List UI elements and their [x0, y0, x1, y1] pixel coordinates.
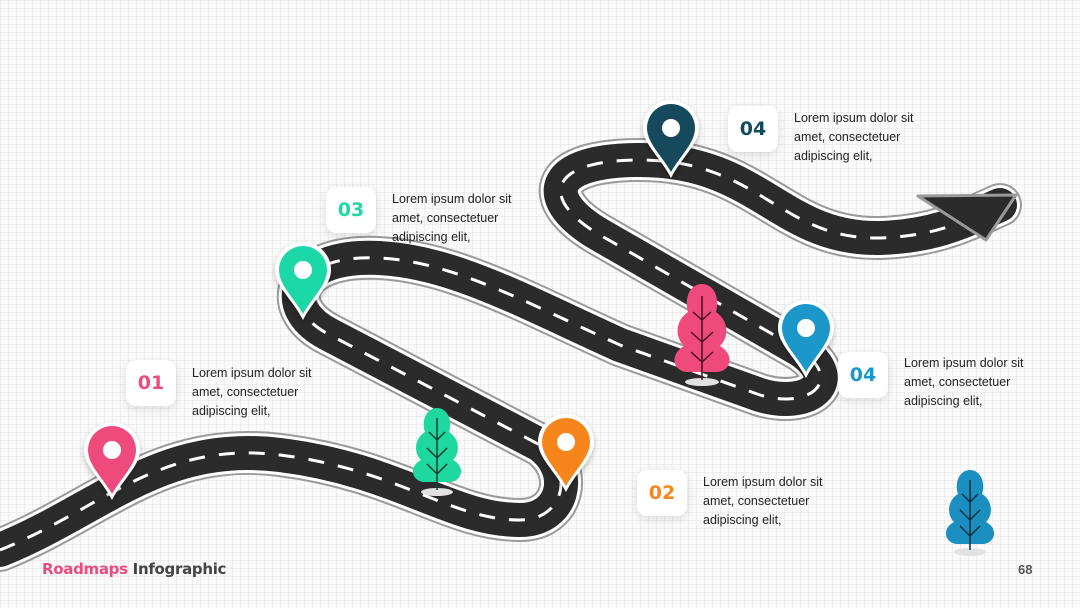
step-04-navy-description: Lorem ipsum dolor sit amet, consectetuer…	[794, 111, 914, 163]
road-arrow-head	[916, 193, 1018, 242]
step-02-description: Lorem ipsum dolor sit amet, consectetuer…	[703, 475, 823, 527]
step-04-blue-description: Lorem ipsum dolor sit amet, consectetuer…	[904, 356, 1024, 408]
winding-road	[0, 138, 1022, 572]
step-03-badge: 03	[326, 187, 376, 233]
pin-03-marker-icon	[275, 242, 331, 320]
pin-04-blue-marker-icon	[778, 300, 834, 378]
page-number: 68	[1018, 562, 1033, 577]
footer-title-part2: Infographic	[127, 560, 227, 578]
footer-title-part1: Roadmaps	[42, 560, 128, 578]
step-03-description: Lorem ipsum dolor sit amet, consectetuer…	[392, 192, 512, 244]
step-01-description: Lorem ipsum dolor sit amet, consectetuer…	[192, 366, 312, 418]
pin-02-marker-icon	[538, 414, 594, 492]
road-lane-markings	[0, 158, 981, 552]
step-04-blue-badge: 04	[838, 352, 888, 398]
step-01-badge: 01	[126, 360, 176, 406]
step-04-navy-badge: 04	[728, 106, 778, 152]
footer-title: Roadmaps Infographic	[42, 560, 226, 578]
step-02-badge: 02	[637, 470, 687, 516]
tree-pink	[674, 284, 730, 386]
pin-01-marker-icon	[84, 422, 140, 500]
pin-04-navy-marker-icon	[643, 100, 699, 178]
tree-blue	[945, 470, 995, 556]
tree-green	[412, 408, 462, 496]
